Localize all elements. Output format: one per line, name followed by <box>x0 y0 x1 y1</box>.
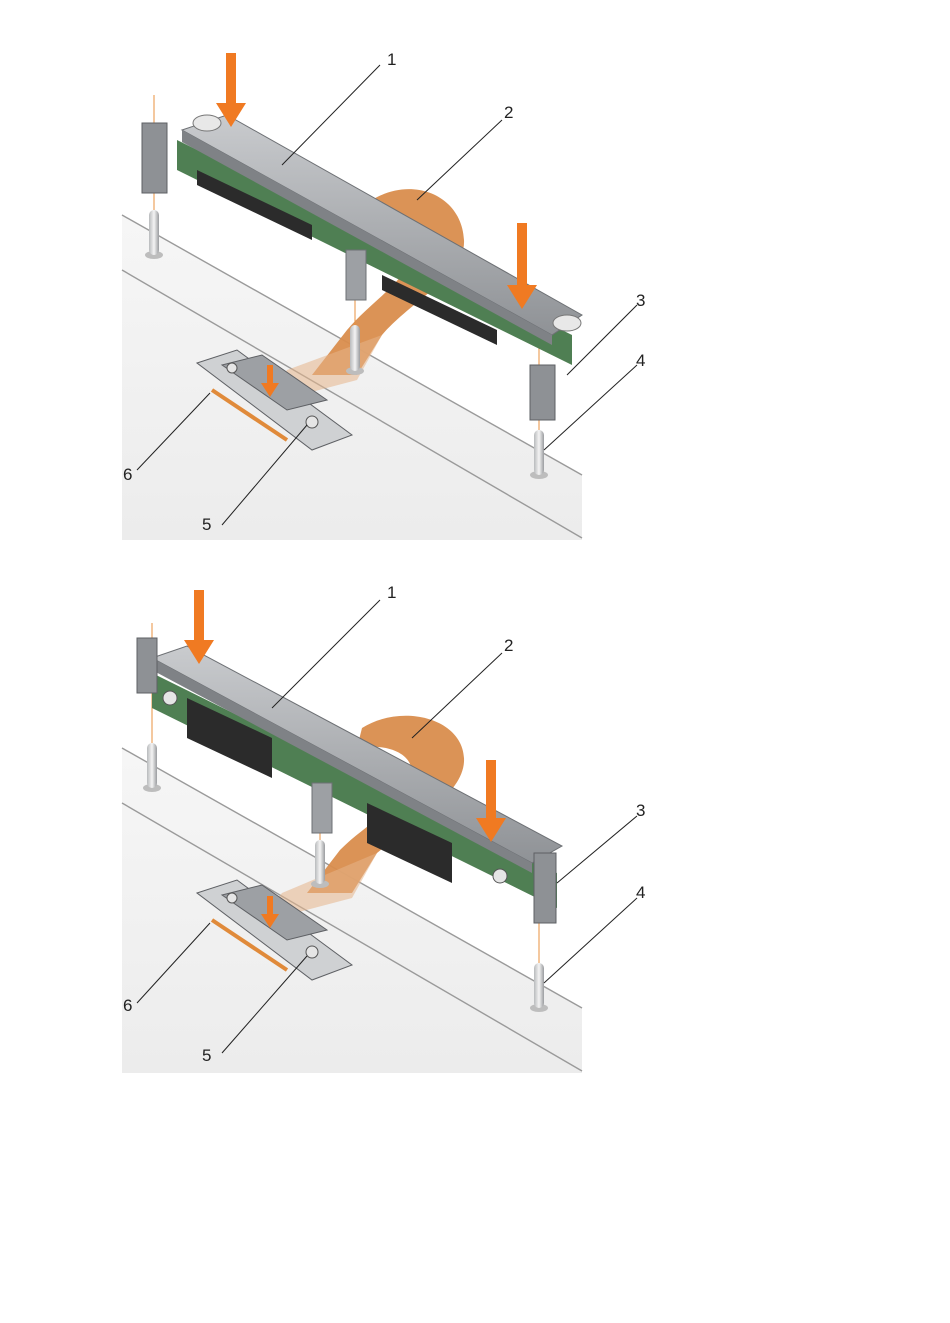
down-arrow-icon <box>216 53 246 127</box>
callout-1: 1 <box>387 583 396 602</box>
callout-4: 4 <box>636 351 645 370</box>
backplane-install-diagram-bottom: 1 2 3 4 5 6 <box>112 578 652 1073</box>
callout-5: 5 <box>202 1046 211 1065</box>
callout-2: 2 <box>504 636 513 655</box>
backplane-install-diagram-top: 1 2 3 4 5 6 <box>112 45 652 540</box>
callout-3: 3 <box>636 291 645 310</box>
callout-2: 2 <box>504 103 513 122</box>
callout-6: 6 <box>123 465 132 484</box>
callout-5: 5 <box>202 515 211 534</box>
callout-4: 4 <box>636 883 645 902</box>
callout-3: 3 <box>636 801 645 820</box>
callout-6: 6 <box>123 996 132 1015</box>
callout-1: 1 <box>387 50 396 69</box>
